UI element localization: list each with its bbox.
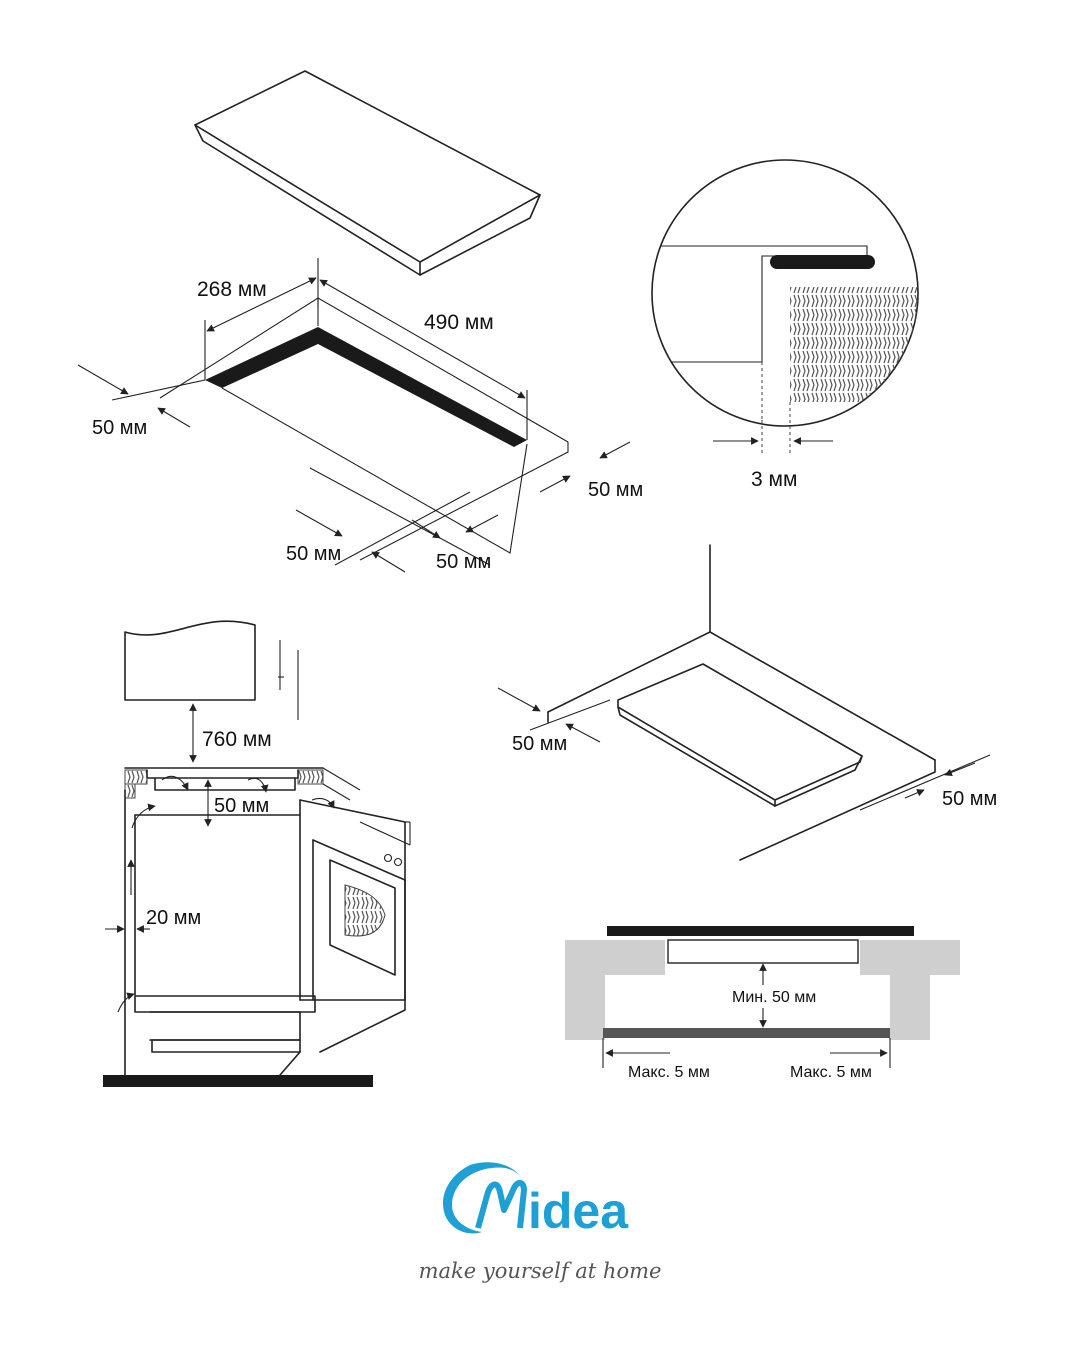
gap-label: 3 мм xyxy=(751,468,797,491)
cutout-diagram: 268 мм 490 мм 50 мм 50 мм 50 мм 50 мм xyxy=(77,258,643,573)
midea-logo: idea make yourself at home xyxy=(419,1162,662,1283)
cross-section-view: Мин. 50 мм Макс. 5 мм Макс. 5 мм xyxy=(565,926,960,1081)
front-left-label: 50 мм xyxy=(286,543,341,565)
cabinet-side-view: 760 мм 50 мм 20 мм xyxy=(103,620,411,1087)
front-right-label: 50 мм xyxy=(436,551,491,573)
width-label: 490 мм xyxy=(424,311,494,334)
wall-left-label: 50 мм xyxy=(512,733,567,755)
gap-detail-circle: 3 мм xyxy=(651,159,919,491)
left-margin-label: 50 мм xyxy=(92,417,147,439)
max-right-label: Макс. 5 мм xyxy=(790,1064,872,1081)
max-left-label: Макс. 5 мм xyxy=(628,1064,710,1081)
wall-right-label: 50 мм xyxy=(942,788,997,810)
hood-clearance-label: 760 мм xyxy=(202,728,272,751)
right-margin-label: 50 мм xyxy=(588,479,643,501)
brand-slogan: make yourself at home xyxy=(419,1259,662,1283)
min-clearance-label: Мин. 50 мм xyxy=(732,989,816,1006)
wall-corner-view: 50 мм 50 мм xyxy=(497,544,997,861)
brand-name-tail: idea xyxy=(528,1183,629,1239)
side-gap-label: 20 мм xyxy=(146,907,201,929)
depth-label: 268 мм xyxy=(197,278,267,301)
hob-top-view xyxy=(194,70,541,276)
top-gap-label: 50 мм xyxy=(214,795,269,817)
